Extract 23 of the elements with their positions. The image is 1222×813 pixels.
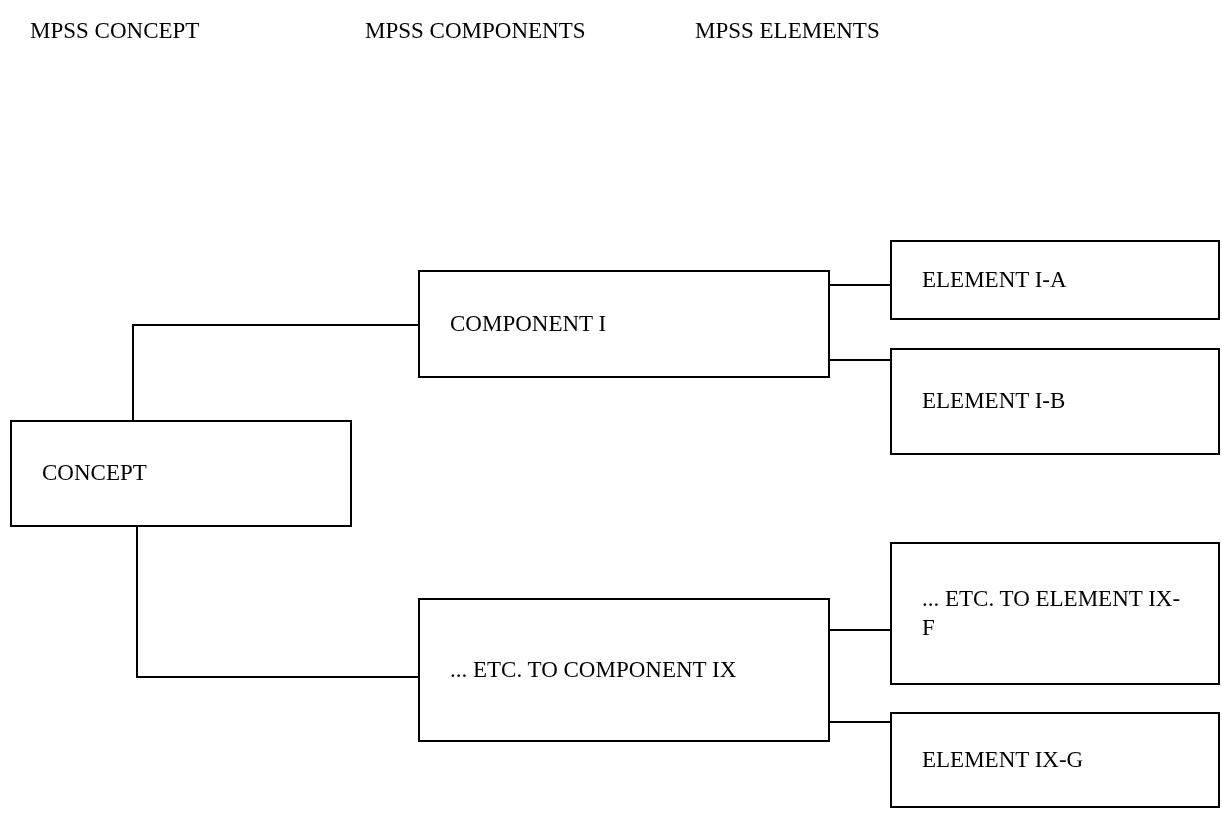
connector-line — [136, 526, 419, 678]
process-box — [890, 712, 1220, 808]
box-label: ELEMENT I-B — [922, 387, 1066, 416]
box-label: ... ETC. TO COMPONENT IX — [450, 655, 737, 684]
column-heading: MPSS ELEMENTS — [695, 18, 880, 44]
process-box — [418, 270, 830, 378]
process-box — [890, 542, 1220, 685]
connector-line — [829, 629, 891, 631]
box-label: ELEMENT I-A — [922, 265, 1067, 294]
box-label: ELEMENT IX-G — [922, 745, 1084, 774]
box-label: ... ETC. TO ELEMENT IX-F — [922, 584, 1182, 642]
box-label: CONCEPT — [42, 459, 147, 488]
column-heading: MPSS CONCEPT — [30, 18, 200, 44]
connector-line — [829, 284, 891, 286]
process-box — [890, 348, 1220, 455]
process-box — [890, 240, 1220, 320]
column-heading: MPSS COMPONENTS — [365, 18, 586, 44]
connector-line — [829, 359, 891, 361]
connector-line — [829, 721, 891, 723]
box-label: COMPONENT I — [450, 309, 607, 338]
process-box — [418, 598, 830, 742]
process-box — [10, 420, 352, 527]
connector-line — [132, 324, 419, 421]
